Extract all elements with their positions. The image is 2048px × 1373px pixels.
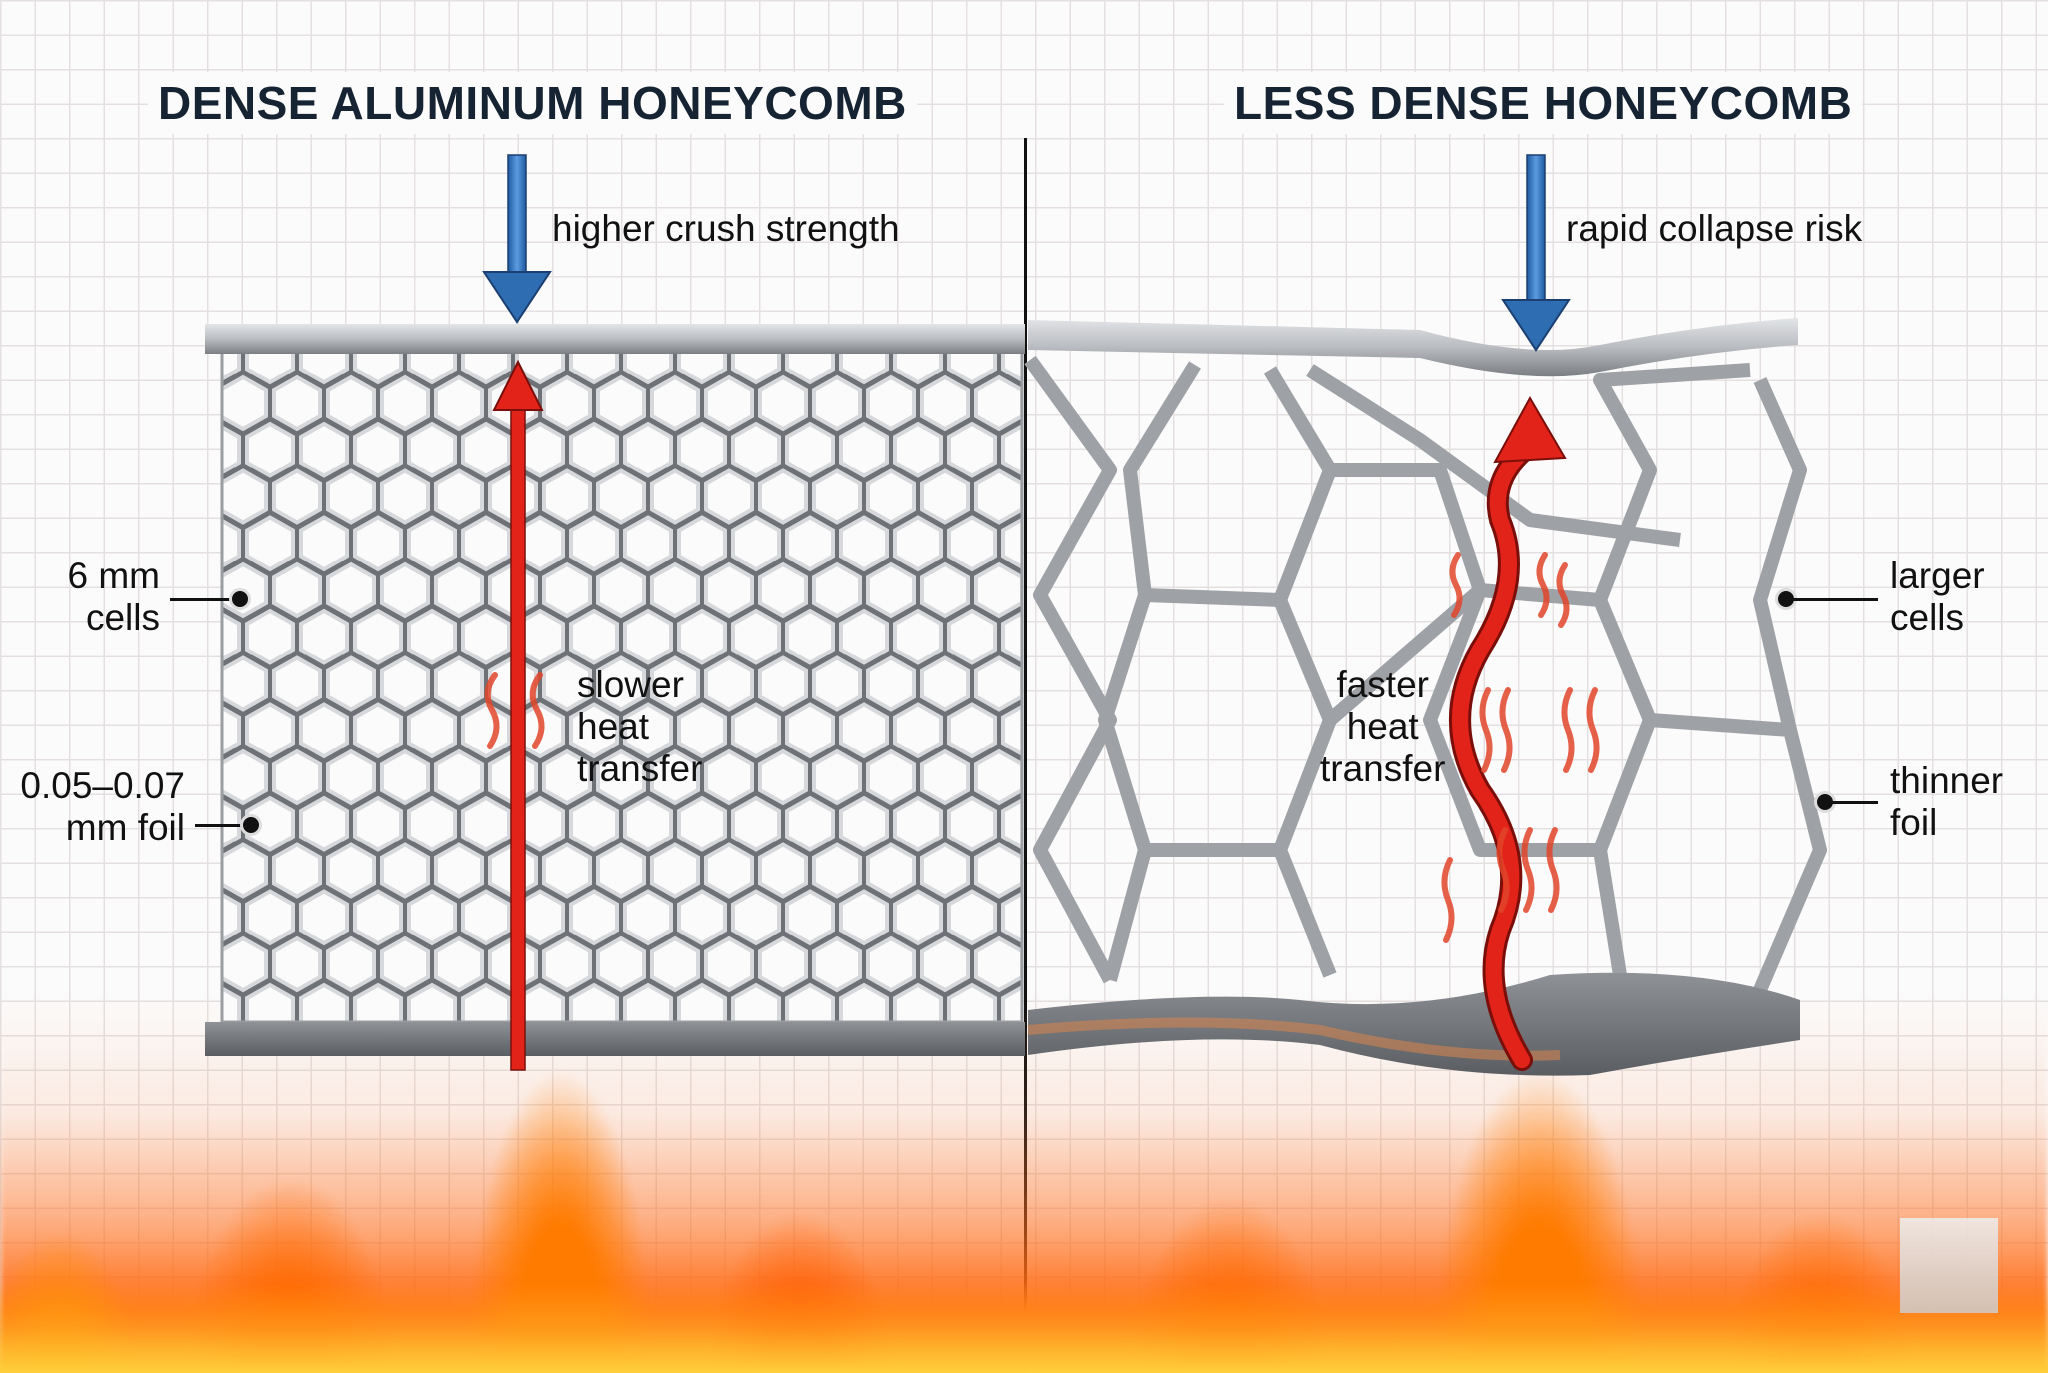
left-heat-waves-icon — [484, 672, 545, 749]
thinner-foil-leader-line — [1832, 801, 1878, 804]
right-heat-waves-icon — [1441, 552, 1600, 943]
larger-cells-leader-line — [1792, 598, 1878, 601]
left-heat-label: slower heat transfer — [577, 664, 703, 789]
cell-size-callout: 6 mm cells — [67, 555, 161, 638]
cell-size-marker — [229, 588, 251, 610]
left-panel-title: DENSE ALUMINUM HONEYCOMB — [148, 72, 917, 134]
foil-thickness-callout: 0.05–0.07 mm foil — [20, 765, 185, 848]
larger-cells-callout: larger cells — [1890, 555, 1985, 638]
right-panel-title: LESS DENSE HONEYCOMB — [1224, 72, 1863, 134]
metal-swatch — [1900, 1218, 1998, 1313]
left-load-label: higher crush strength — [552, 208, 900, 249]
left-heat-arrow-icon — [492, 359, 544, 1071]
foil-thickness-marker — [240, 814, 262, 836]
cell-size-leader-line — [170, 598, 236, 601]
right-bottom-plate-warped — [1028, 972, 1800, 1076]
dense-honeycomb-core — [220, 348, 1024, 1024]
right-top-plate-bent — [1028, 318, 1798, 377]
left-bottom-plate — [205, 1022, 1025, 1056]
foil-thickness-leader-line — [195, 824, 245, 827]
right-load-label: rapid collapse risk — [1566, 208, 1863, 249]
panel-divider — [1024, 138, 1027, 1373]
right-load-arrow-icon — [1501, 154, 1571, 352]
right-heat-arrow-icon — [1449, 395, 1567, 1071]
right-heat-label: faster heat transfer — [1320, 664, 1446, 789]
flame-base — [0, 1283, 2048, 1373]
sparse-honeycomb-core — [1024, 355, 1827, 993]
thinner-foil-callout: thinner foil — [1890, 760, 2004, 843]
left-load-arrow-icon — [482, 154, 552, 324]
left-top-plate — [205, 324, 1025, 354]
